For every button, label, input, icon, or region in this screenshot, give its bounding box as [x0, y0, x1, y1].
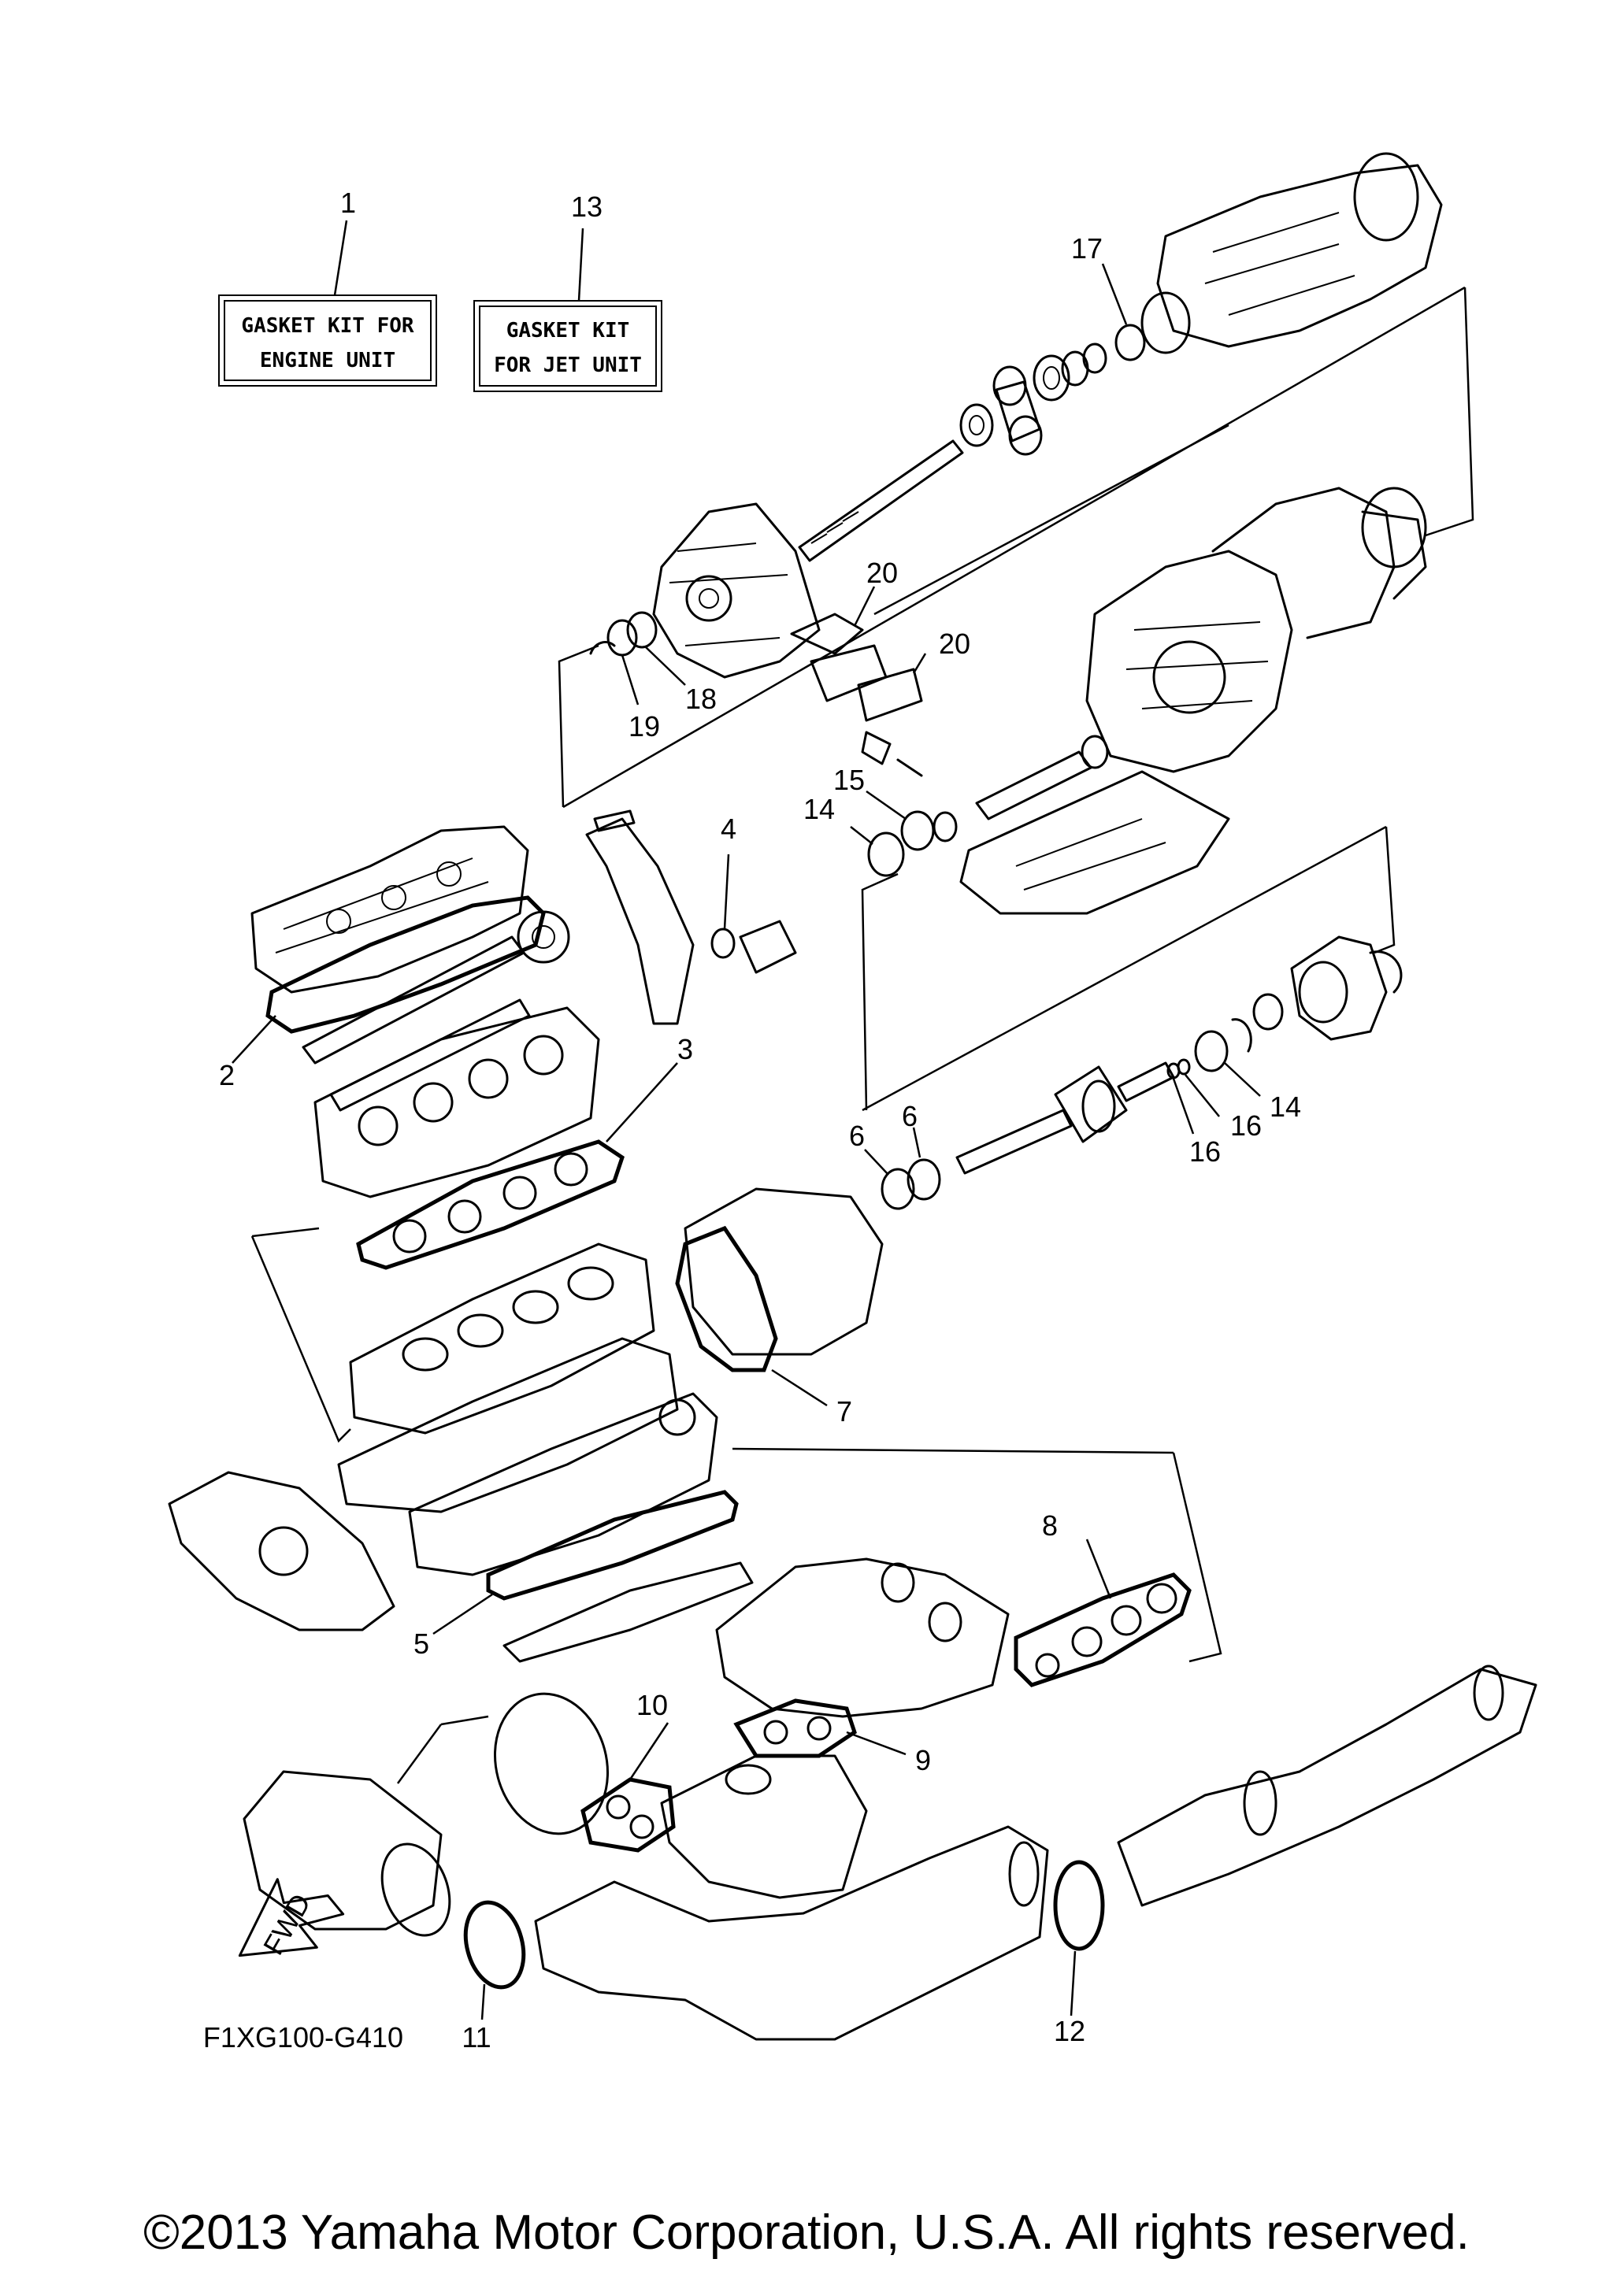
cylinder-head-cover: [250, 825, 529, 994]
jet-gasket-kit-label: GASKET KIT FOR JET UNIT 13: [473, 191, 662, 392]
exhaust-hose: [1117, 1665, 1537, 1907]
exhaust-gasket-10: 10: [493, 1689, 676, 1853]
seal-14-upper: 14: [803, 793, 905, 877]
bearing-housing: [1290, 935, 1403, 1041]
bearing-stack: [1033, 343, 1107, 402]
impeller-shaft: [798, 439, 964, 562]
callout-16-right: 16: [1230, 1109, 1262, 1142]
seal-14-lower: 14: [1194, 993, 1301, 1123]
cylinder-block: [349, 1242, 655, 1435]
callout-17: 17: [1071, 232, 1103, 265]
intake-duct: [959, 735, 1230, 915]
water-lock-muffler: [243, 1770, 451, 1937]
o-ring-17: 17: [1071, 232, 1146, 361]
front-cover: [168, 1471, 395, 1631]
callout-14-lower: 14: [1270, 1091, 1301, 1123]
timing-chain: [585, 809, 695, 1025]
exhaust-gasket-8: 8: [1014, 1509, 1192, 1687]
callout-4: 4: [721, 813, 736, 845]
callout-18: 18: [685, 683, 717, 715]
crankcase-upper: [337, 1337, 679, 1513]
seal-11: 11: [462, 1900, 526, 2053]
o-rings-16: 16 16: [1166, 1058, 1262, 1168]
head-gasket-3: 3: [356, 1033, 693, 1270]
callout-12: 12: [1054, 2015, 1085, 2047]
camshaft: [302, 910, 570, 1112]
callout-10: 10: [636, 1689, 668, 1721]
group-frame-lines: [250, 286, 1474, 1784]
engine-kit-line1: GASKET KIT FOR: [241, 314, 413, 338]
exhaust-elbow: [660, 1754, 868, 1899]
oil-pan-gasket-5: 5: [413, 1490, 754, 1663]
chain-tensioner-4: 4: [710, 813, 797, 974]
callout-9: 9: [915, 1744, 931, 1776]
callout-3: 3: [677, 1033, 693, 1065]
callout-20-lower: 20: [939, 628, 970, 660]
crankcase-lower: [408, 1392, 718, 1576]
callout-6-right: 6: [902, 1100, 918, 1132]
callout-15: 15: [833, 764, 865, 796]
jet-pump-main-body: [1085, 487, 1427, 773]
cover-gasket-7: 7: [675, 1187, 884, 1428]
engine-gasket-kit-label: GASKET KIT FOR ENGINE UNIT 1: [218, 187, 437, 387]
oil-seals-18-19: 18 19: [589, 611, 717, 742]
diagram-code: F1XG100-G410: [203, 2021, 403, 2053]
cylinder-head: [313, 1006, 600, 1198]
exhaust-gasket-9: 9: [733, 1698, 931, 1776]
fwd-arrow: FWD: [238, 1878, 345, 1960]
callout-1: 1: [340, 187, 356, 219]
callout-7: 7: [836, 1395, 852, 1428]
callout-19: 19: [629, 710, 660, 742]
callout-16-left: 16: [1189, 1135, 1221, 1168]
intermediate-shaft: [955, 1061, 1175, 1175]
callout-14-upper: 14: [803, 793, 835, 825]
seal-15: 15: [833, 764, 958, 851]
drive-shaft-sleeve: [959, 365, 1043, 456]
jet-kit-line2: FOR JET UNIT: [494, 354, 642, 377]
jet-nozzle-housing: [1140, 152, 1443, 354]
callout-13: 13: [571, 191, 603, 223]
exhaust-gasket-12: 12: [1053, 1860, 1105, 2047]
callout-5: 5: [413, 1628, 429, 1660]
seals-6: 6 6: [849, 1100, 941, 1210]
exhaust-manifold: [715, 1557, 1010, 1718]
jet-kit-line1: GASKET KIT: [506, 319, 630, 343]
pump-housing-front: [652, 502, 821, 679]
callout-6-left: 6: [849, 1120, 865, 1152]
callout-20-upper: 20: [866, 557, 898, 589]
copyright-notice: ©2013 Yamaha Motor Corporation, U.S.A. A…: [143, 2205, 1470, 2260]
exhaust-pipe: [534, 1825, 1049, 2041]
bracket-20: 20 20: [790, 557, 970, 777]
callout-2: 2: [219, 1059, 235, 1091]
callout-8: 8: [1042, 1509, 1058, 1542]
callout-11: 11: [462, 2021, 491, 2053]
engine-kit-line2: ENGINE UNIT: [260, 349, 395, 372]
